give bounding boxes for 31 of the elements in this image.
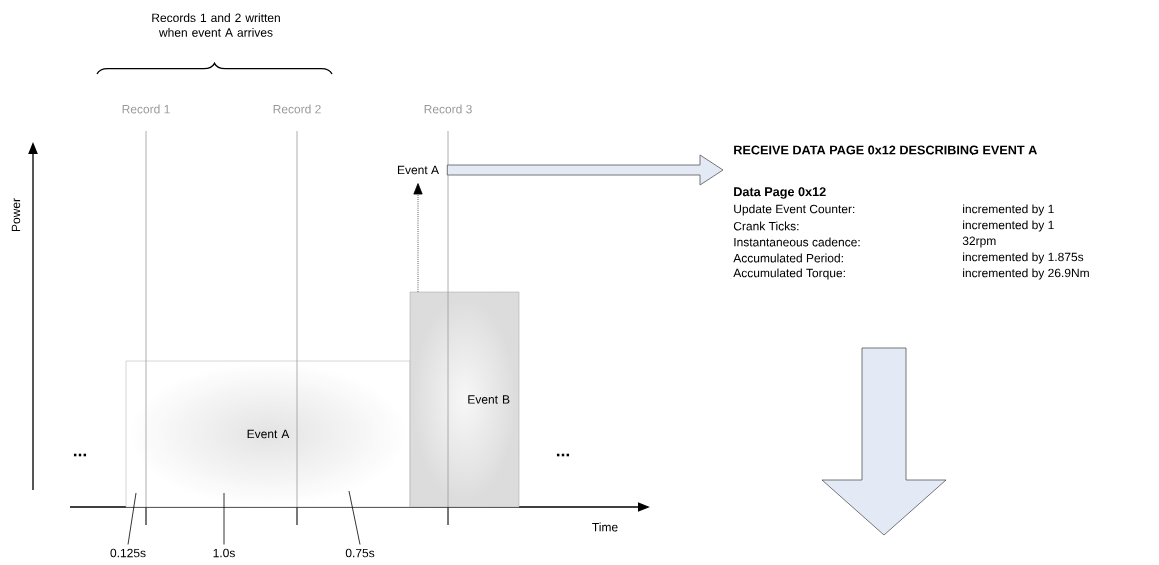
- event-label: Event A: [398, 165, 439, 175]
- event-box: Event B: [409, 291, 520, 508]
- table-cell: Accumulated Torque:: [733, 268, 845, 280]
- leader-line: [127, 492, 137, 545]
- duration-label: 0.125s: [110, 548, 146, 558]
- table-cell: Crank Ticks:: [733, 221, 799, 231]
- leader-line: [348, 490, 361, 545]
- ellipsis: ...: [73, 453, 87, 457]
- table-cell: incremented by 26.9Nm: [963, 268, 1089, 280]
- table-cell: incremented by 1: [963, 220, 1054, 232]
- arrow: [413, 183, 423, 293]
- table-cell: incremented by 1: [963, 204, 1054, 216]
- leader-line: [223, 492, 225, 545]
- heading: RECEIVE DATA PAGE 0x12 DESCRIBING EVENT A: [734, 145, 1037, 155]
- note: Records 1 and 2 written when event A arrives: [152, 13, 280, 37]
- table-cell: Instantaneous cadence:: [734, 237, 860, 247]
- ellipsis: ...: [556, 453, 570, 457]
- event-box: Event A: [125, 360, 411, 508]
- table-cell: Accumulated Period:: [733, 253, 843, 263]
- record-label: Record 1: [122, 104, 170, 114]
- axis-label: Time: [592, 522, 618, 532]
- duration-label: 1.0s: [213, 548, 235, 558]
- table-cell: Update Event Counter:: [734, 204, 855, 216]
- table-cell: 32rpm: [962, 236, 996, 248]
- record-label: Record 2: [273, 104, 321, 114]
- axis-label: Power: [11, 198, 21, 232]
- heading: Data Page 0x12: [734, 187, 826, 199]
- block-arrow: [446, 154, 724, 186]
- duration-label: 0.75s: [345, 548, 375, 558]
- record-label: Record 3: [424, 104, 472, 114]
- table-cell: incremented by 1.875s: [963, 252, 1084, 264]
